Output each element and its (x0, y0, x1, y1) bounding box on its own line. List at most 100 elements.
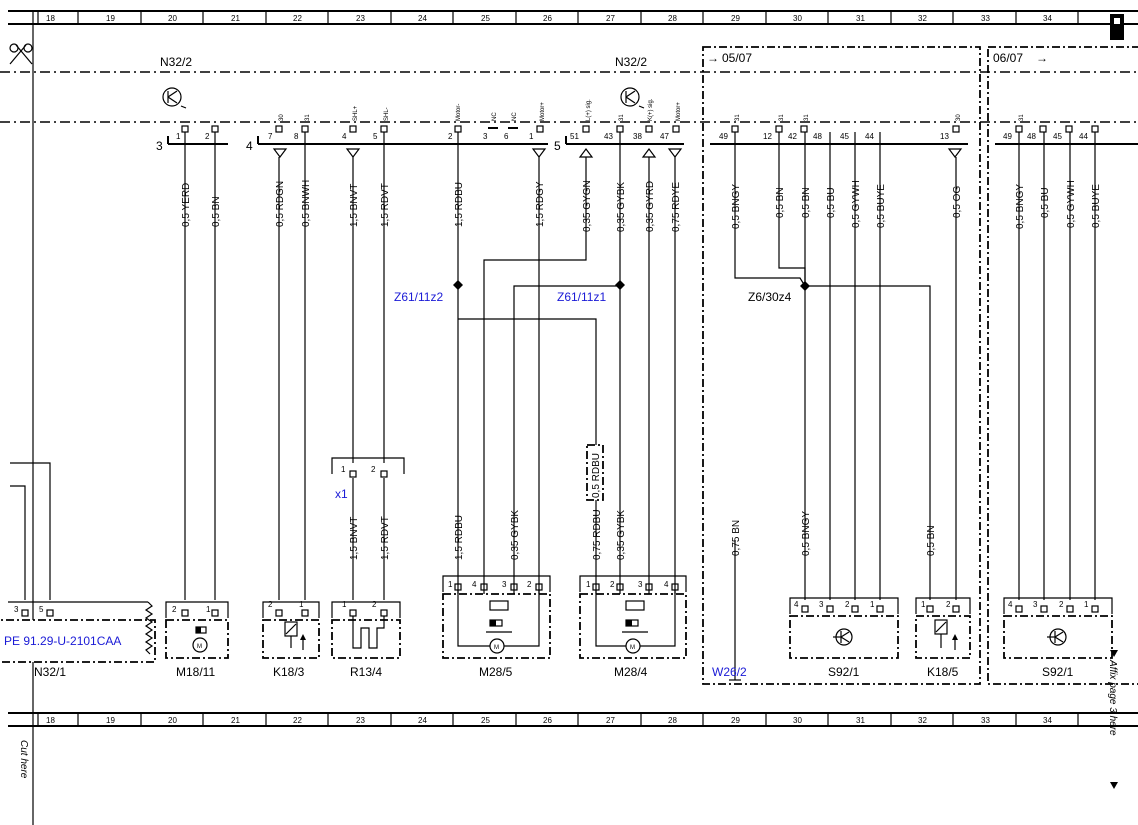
connector-number: 4 (246, 139, 253, 153)
svg-text:3: 3 (819, 600, 824, 609)
reference-box-05-07 (702, 46, 981, 685)
grid-label: 25 (481, 14, 490, 23)
grid-label: 32 (918, 716, 927, 725)
svg-text:0,35 GYBK: 0,35 GYBK (616, 510, 627, 560)
svg-text:44: 44 (1079, 132, 1088, 141)
component-label: M18/11 (176, 665, 215, 679)
svg-text:45: 45 (840, 132, 849, 141)
grid-label: 34 (1043, 716, 1052, 725)
grid-label: 21 (231, 716, 240, 725)
svg-text:1,5 RDGY: 1,5 RDGY (535, 181, 546, 227)
svg-text:1,5 BNVT: 1,5 BNVT (349, 517, 360, 560)
component-n32-1 (0, 601, 156, 663)
svg-text:0,5 BN: 0,5 BN (926, 525, 937, 556)
svg-text:2: 2 (448, 132, 453, 141)
svg-text:4: 4 (794, 600, 799, 609)
svg-text:31: 31 (1019, 114, 1025, 121)
svg-text:3: 3 (14, 605, 19, 614)
svg-text:0,5 BU: 0,5 BU (1040, 187, 1051, 218)
splice-label: Z61/11z2 (394, 290, 443, 304)
svg-text:2: 2 (268, 600, 273, 609)
svg-text:8: 8 (294, 132, 299, 141)
reference-prev: 05/07 (722, 51, 752, 65)
grid-ruler-bottom: 18 19 20 21 22 23 24 25 26 27 28 29 30 3… (8, 712, 1138, 727)
svg-text:2: 2 (1059, 600, 1064, 609)
grid-label: 22 (293, 14, 302, 23)
svg-text:0,5 GYWH: 0,5 GYWH (1066, 180, 1077, 228)
svg-text:0,35 GYGN: 0,35 GYGN (582, 180, 593, 232)
svg-text:0,5 BNGY: 0,5 BNGY (731, 184, 742, 229)
svg-text:4: 4 (472, 580, 477, 589)
module-label-left: N32/2 (160, 55, 192, 69)
svg-text:7: 7 (268, 132, 273, 141)
grid-label: 25 (481, 716, 490, 725)
svg-text:4: 4 (664, 580, 669, 589)
reference-next: 06/07 (993, 51, 1023, 65)
grid-label: 19 (106, 716, 115, 725)
cut-here-label: Cut here (18, 740, 29, 779)
svg-text:1,5 RDBU: 1,5 RDBU (454, 515, 465, 560)
grid-label: 24 (418, 14, 427, 23)
pe-reference-link[interactable]: PE 91.29-U-2101CAA (4, 634, 121, 648)
svg-text:48: 48 (813, 132, 822, 141)
svg-text:L(+) sig.: L(+) sig. (586, 99, 592, 121)
component-label: K18/3 (273, 665, 305, 679)
svg-text:30: 30 (956, 114, 962, 121)
grid-label: 20 (168, 14, 177, 23)
splice-label: Z6/30z4 (748, 290, 792, 304)
grid-label: 28 (668, 14, 677, 23)
signal-arrow-icons (272, 148, 963, 158)
grid-label: 34 (1043, 14, 1052, 23)
svg-text:Motor-: Motor- (456, 104, 462, 121)
svg-text:0,75 RDBU: 0,75 RDBU (592, 509, 603, 560)
svg-text:45: 45 (1053, 132, 1062, 141)
svg-text:→: → (1036, 51, 1048, 65)
svg-text:3: 3 (638, 580, 643, 589)
component-s92-1-b (1003, 597, 1113, 659)
svg-text:1: 1 (341, 465, 346, 474)
transistor-icon (620, 87, 645, 109)
svg-text:0,5 BU: 0,5 BU (826, 187, 837, 218)
svg-text:31: 31 (779, 114, 785, 121)
svg-text:→: → (707, 51, 719, 65)
grid-label: 24 (418, 716, 427, 725)
grid-ruler-top: 18 19 20 21 22 23 24 25 26 27 28 29 30 3… (8, 10, 1138, 25)
svg-text:0,5 YERD: 0,5 YERD (181, 183, 192, 227)
wires (10, 132, 1096, 680)
grid-label: 20 (168, 716, 177, 725)
grid-label: 18 (46, 716, 55, 725)
grid-label: 33 (981, 14, 990, 23)
grid-label: 31 (856, 14, 865, 23)
ground-reference-link[interactable]: W26/2 (712, 665, 747, 679)
svg-text:43: 43 (604, 132, 613, 141)
grid-label: 22 (293, 716, 302, 725)
component-label: M28/4 (614, 665, 648, 679)
svg-text:0,5 BNWH: 0,5 BNWH (301, 180, 312, 227)
svg-text:0,5 OG: 0,5 OG (952, 186, 963, 218)
svg-text:2: 2 (946, 600, 951, 609)
svg-text:0,35 GYRD: 0,35 GYRD (645, 181, 656, 232)
svg-text:M: M (197, 644, 202, 650)
svg-text:1: 1 (299, 600, 304, 609)
svg-text:3: 3 (502, 580, 507, 589)
grid-label: 18 (46, 14, 55, 23)
component-label: K18/5 (927, 665, 959, 679)
svg-text:SHL-: SHL- (384, 107, 390, 121)
grid-label: 27 (606, 14, 615, 23)
svg-text:1: 1 (586, 580, 591, 589)
svg-text:3: 3 (1033, 600, 1038, 609)
svg-text:47: 47 (660, 132, 669, 141)
grid-label: 27 (606, 716, 615, 725)
svg-text:12: 12 (763, 132, 772, 141)
component-m28-4: M (579, 575, 687, 659)
boxed-wire-label: 0,5 RDBU (591, 453, 602, 498)
transistor-icon (162, 87, 187, 109)
svg-text:2: 2 (610, 580, 615, 589)
svg-text:SHL+: SHL+ (353, 105, 359, 121)
svg-text:2: 2 (372, 600, 377, 609)
svg-text:1,5 RDVT: 1,5 RDVT (380, 516, 391, 560)
svg-text:6: 6 (504, 132, 509, 141)
grid-label: 29 (731, 14, 740, 23)
affix-page-label: Affix page 3 here (1107, 659, 1118, 736)
